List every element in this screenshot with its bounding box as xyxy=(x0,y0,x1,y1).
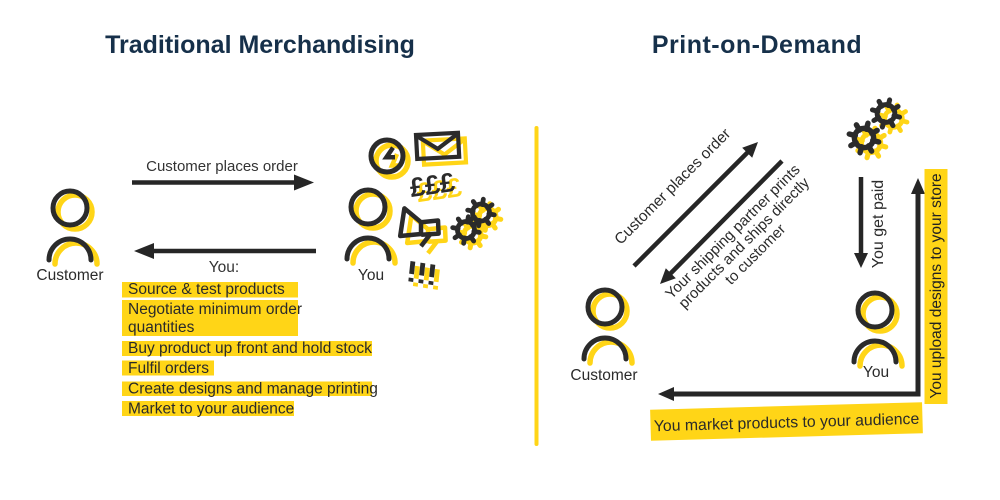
svg-text:You: You xyxy=(358,267,384,284)
svg-text:Buy product up front and hold: Buy product up front and hold stock xyxy=(128,340,372,357)
svg-text:Market to your audience: Market to your audience xyxy=(128,401,294,418)
svg-text:Fulfil orders: Fulfil orders xyxy=(128,360,209,377)
svg-text:You: You xyxy=(863,364,889,381)
svg-text:£££: £££ xyxy=(415,172,464,208)
svg-text:Customer places order: Customer places order xyxy=(146,158,298,175)
svg-text:You:: You: xyxy=(209,259,239,276)
svg-text:Create designs and manage prin: Create designs and manage printing xyxy=(128,381,378,398)
svg-text:Traditional Merchandising: Traditional Merchandising xyxy=(105,31,415,59)
svg-text:products and ships directly: products and ships directly xyxy=(675,174,813,312)
svg-text:Source & test products: Source & test products xyxy=(128,281,285,298)
svg-text:You get paid: You get paid xyxy=(870,180,887,268)
svg-text:quantities: quantities xyxy=(128,319,195,336)
svg-text:Negotiate minimum order: Negotiate minimum order xyxy=(128,301,302,318)
svg-text:You upload designs to your sto: You upload designs to your store xyxy=(928,173,945,398)
svg-text:Print-on-Demand: Print-on-Demand xyxy=(652,31,862,59)
svg-text:£££: £££ xyxy=(408,167,457,203)
svg-text:Customer: Customer xyxy=(36,267,103,284)
svg-text:Customer: Customer xyxy=(570,367,637,384)
